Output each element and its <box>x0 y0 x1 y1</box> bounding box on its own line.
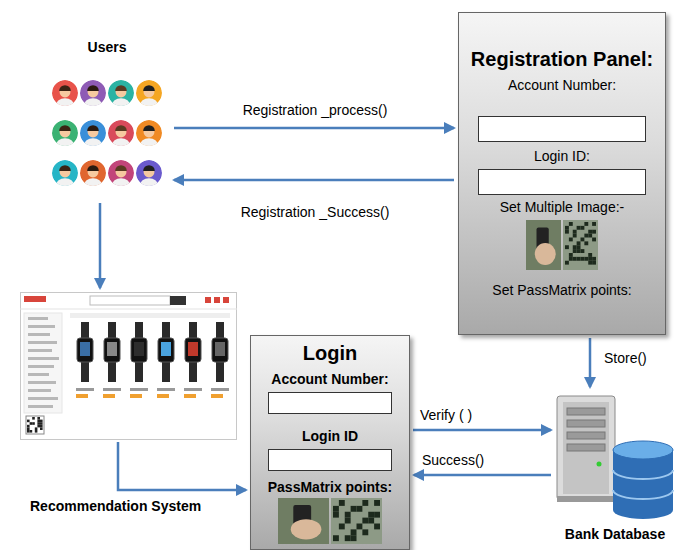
avatar <box>52 120 78 153</box>
field-label: Login ID: <box>534 148 590 165</box>
avatar <box>136 160 162 193</box>
flow-arrow <box>99 203 102 288</box>
edge-label: Verify ( ) <box>418 407 474 424</box>
field-label: Login ID <box>302 428 358 445</box>
system-caption: Recommendation System <box>30 498 201 515</box>
input-field <box>478 116 646 142</box>
avatar <box>52 80 78 113</box>
flow-arrow <box>413 429 551 432</box>
shop-screenshot <box>20 292 237 440</box>
field-label: PassMatrix points: <box>268 479 392 496</box>
avatar <box>52 160 78 193</box>
input-field <box>478 169 646 195</box>
field-label: Account Number: <box>271 371 388 388</box>
database-caption: Bank Database <box>545 526 685 543</box>
flow-arrow <box>414 474 551 477</box>
avatar <box>80 120 106 153</box>
flow-arrow <box>118 442 246 490</box>
input-field <box>268 392 392 414</box>
edge-label: Store() <box>602 350 649 367</box>
panel-title: Registration Panel: <box>471 47 653 71</box>
image-set <box>526 220 598 270</box>
edge-label: Success() <box>420 452 486 469</box>
flow-arrow <box>174 127 454 130</box>
avatar <box>136 80 162 113</box>
user-group: Users <box>52 75 162 195</box>
avatar <box>80 160 106 193</box>
avatar <box>108 80 134 113</box>
avatar <box>108 120 134 153</box>
database-icon <box>555 392 675 520</box>
flow-arrow <box>589 338 592 387</box>
group-heading: Users <box>52 39 162 56</box>
field-label: Set PassMatrix points: <box>492 282 631 299</box>
login-panel: LoginAccount Number: Login ID PassMatrix p… <box>250 335 410 550</box>
avatar <box>136 120 162 153</box>
registration-panel: Registration Panel: Account Number: Login … <box>458 12 666 335</box>
avatar <box>80 80 106 113</box>
user-avatars <box>52 75 162 195</box>
panel-title: Login <box>303 342 357 365</box>
field-label: Account Number: <box>508 77 616 94</box>
edge-label: Registration _Success() <box>239 204 392 221</box>
edge-label: Registration _process() <box>241 102 390 119</box>
input-field <box>268 449 392 471</box>
avatar <box>108 160 134 193</box>
image-set <box>278 498 382 544</box>
recommendation-screen: Recommendation System <box>20 292 237 440</box>
flow-arrow <box>174 179 454 182</box>
field-label: Set Multiple Image:- <box>500 199 625 216</box>
bank-database: Bank Database <box>555 392 675 520</box>
